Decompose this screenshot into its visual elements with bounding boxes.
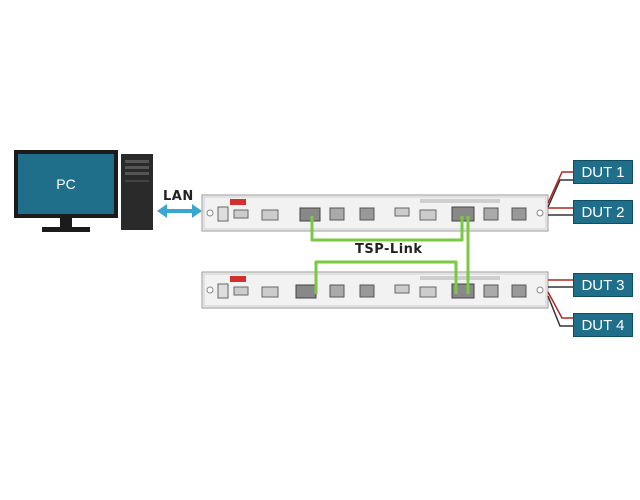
instrument-2 (201, 271, 549, 309)
instrument-1 (201, 194, 549, 232)
pc-label: PC (56, 176, 76, 192)
tsp-link-cables (310, 216, 470, 294)
lan-arrow-icon (157, 204, 202, 218)
tower-icon (121, 154, 153, 230)
tsp-link-label: TSP-Link (355, 242, 423, 257)
dut-4-box: DUT 4 (573, 313, 633, 337)
dut-wires (547, 171, 575, 327)
dut-2-box: DUT 2 (573, 200, 633, 224)
lan-label: LAN (163, 189, 194, 204)
dut-1-box: DUT 1 (573, 160, 633, 184)
monitor-icon (14, 150, 118, 232)
dut-3-box: DUT 3 (573, 273, 633, 297)
